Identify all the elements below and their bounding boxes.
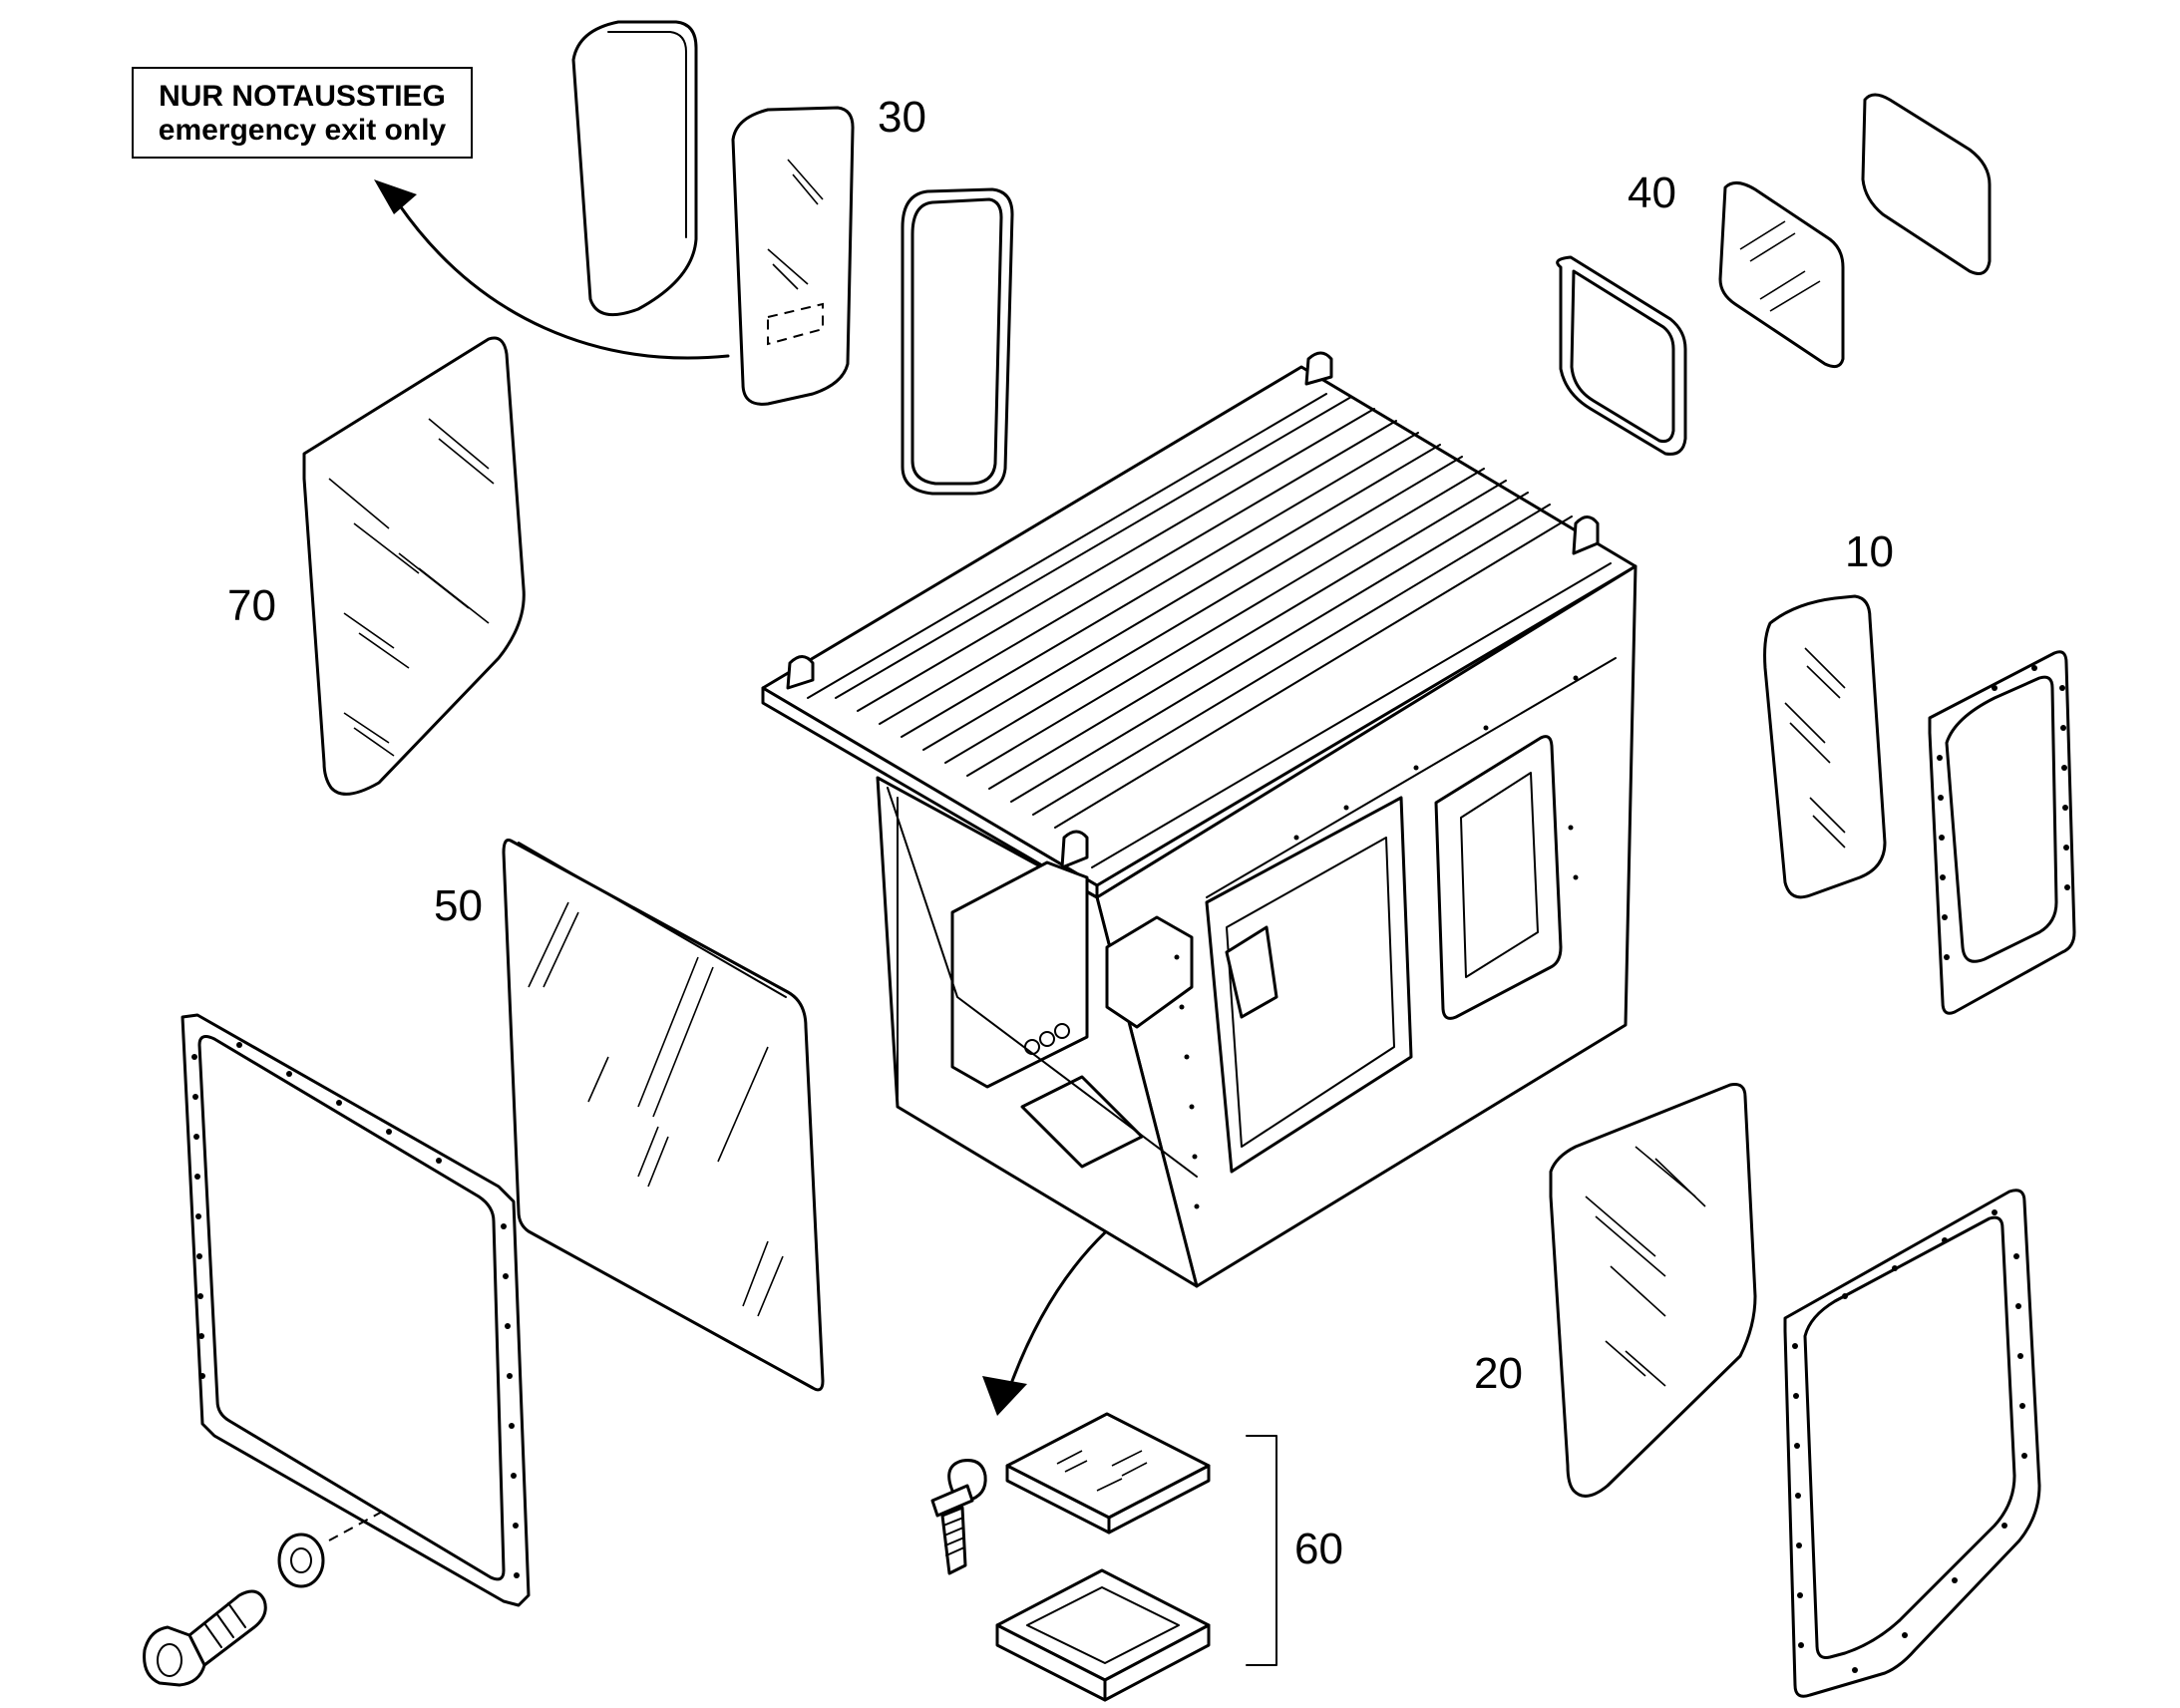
- callout-10: 10: [1845, 527, 1894, 576]
- part-20-glass: [1549, 1083, 1757, 1498]
- part-60-frame: [995, 1568, 1211, 1702]
- part-40-outer-glass: [1861, 93, 1992, 275]
- emergency-exit-arrow: [374, 179, 730, 360]
- part-30-seal-frame: [901, 187, 1014, 496]
- callout-30: 30: [878, 93, 926, 142]
- part-20-seal-frame: [1783, 1189, 2041, 1698]
- bolt-and-washer: [143, 1533, 325, 1687]
- cab-body: [761, 351, 1637, 1288]
- part-10-seal-frame: [1928, 650, 2076, 1015]
- part-30-glass: [731, 106, 855, 406]
- callout-50: 50: [434, 881, 483, 930]
- part-60-pin: [930, 1459, 987, 1575]
- callout-60: 60: [1294, 1525, 1343, 1573]
- part-70-glass: [302, 336, 526, 796]
- front-window-frame: [181, 1013, 531, 1607]
- note-line-2: emergency exit only: [159, 114, 447, 147]
- part-30-outer-glass: [571, 20, 698, 317]
- callout-20: 20: [1474, 1349, 1523, 1398]
- part-40-glass: [1718, 181, 1845, 369]
- part-60-bracket: [1246, 1435, 1277, 1666]
- emergency-exit-note: NUR NOTAUSSTIEG emergency exit only: [132, 67, 473, 159]
- part-40-seal-frame: [1556, 255, 1687, 456]
- callout-40: 40: [1628, 169, 1676, 217]
- part-60-panel: [1005, 1412, 1211, 1535]
- note-line-1: NUR NOTAUSSTIEG: [159, 80, 446, 113]
- callout-70: 70: [227, 581, 276, 630]
- part-10-glass: [1763, 594, 1887, 899]
- part-50-glass: [502, 839, 825, 1392]
